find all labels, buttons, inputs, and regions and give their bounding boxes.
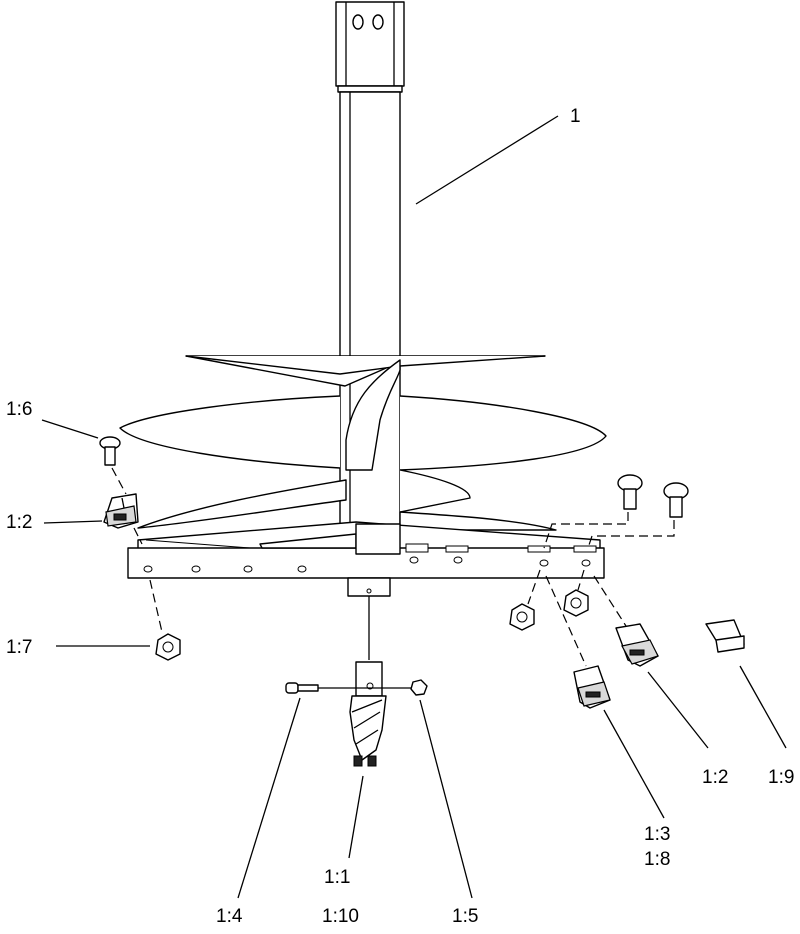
left-flange-nut bbox=[155, 633, 181, 661]
pilot-adapter bbox=[347, 577, 391, 660]
bit-nut bbox=[410, 679, 428, 696]
callout-1: 1 bbox=[570, 106, 581, 127]
callout-1-2-left: 1:2 bbox=[6, 512, 32, 533]
callout-1-2-right: 1:2 bbox=[702, 767, 728, 788]
leader-lines bbox=[41, 115, 787, 899]
callout-1-6: 1:6 bbox=[6, 399, 32, 420]
callout-1-4: 1:4 bbox=[216, 906, 243, 927]
right-tooth-b bbox=[615, 623, 659, 667]
right-tooth-a bbox=[573, 665, 611, 709]
left-carriage-bolt bbox=[99, 436, 127, 495]
cutter-bar bbox=[127, 521, 605, 579]
callout-1-10: 1:10 bbox=[322, 906, 359, 927]
auger-shaft bbox=[335, 1, 405, 565]
replacement-tooth bbox=[705, 619, 745, 653]
right-flange-nuts bbox=[509, 569, 589, 631]
right-carriage-bolts bbox=[543, 474, 689, 549]
callout-1-5: 1:5 bbox=[452, 906, 478, 927]
callout-1-9: 1:9 bbox=[768, 767, 794, 788]
bit-bolt bbox=[285, 682, 414, 694]
callout-1-8: 1:8 bbox=[644, 849, 670, 870]
callout-1-1: 1:1 bbox=[324, 867, 350, 888]
auger-flighting bbox=[119, 355, 607, 531]
left-tooth bbox=[103, 493, 139, 529]
callout-1-3: 1:3 bbox=[644, 824, 670, 845]
callout-1-7: 1:7 bbox=[6, 637, 32, 658]
pilot-bit bbox=[349, 661, 387, 767]
